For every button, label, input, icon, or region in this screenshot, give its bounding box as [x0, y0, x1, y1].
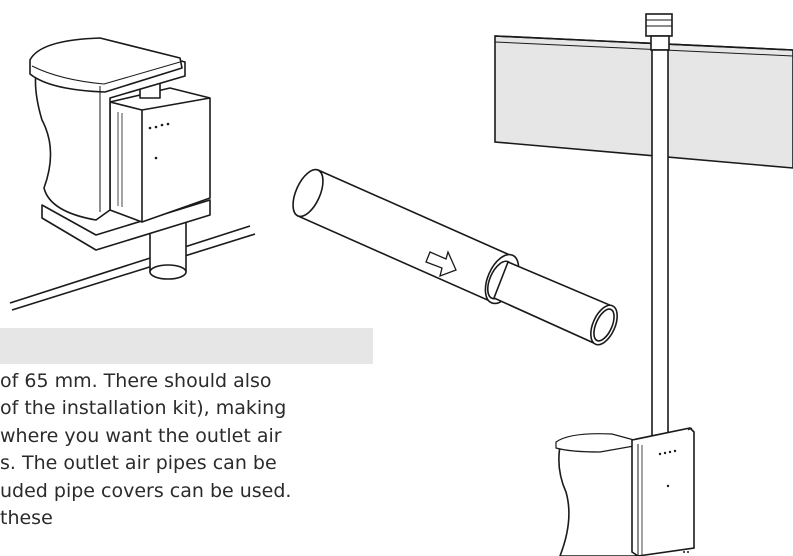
- toilet-top-left-icon: [9, 37, 256, 311]
- paragraph-line: these: [0, 507, 53, 530]
- paragraph-line: of 65 mm. There should also: [0, 370, 272, 392]
- paragraph-line: of the installation kit), making: [0, 397, 287, 420]
- section-header-band: [0, 328, 373, 364]
- roof-vent-pipe-icon: [494, 13, 793, 556]
- paragraph-line: where you want the outlet air: [0, 424, 282, 447]
- body-paragraph: of 65 mm. There should also of the insta…: [0, 368, 390, 532]
- pipe-insulation-icon: [292, 168, 618, 346]
- paragraph-line: s. The outlet air pipes can be: [0, 452, 277, 475]
- paragraph-line: uded pipe covers can be used.: [0, 479, 292, 502]
